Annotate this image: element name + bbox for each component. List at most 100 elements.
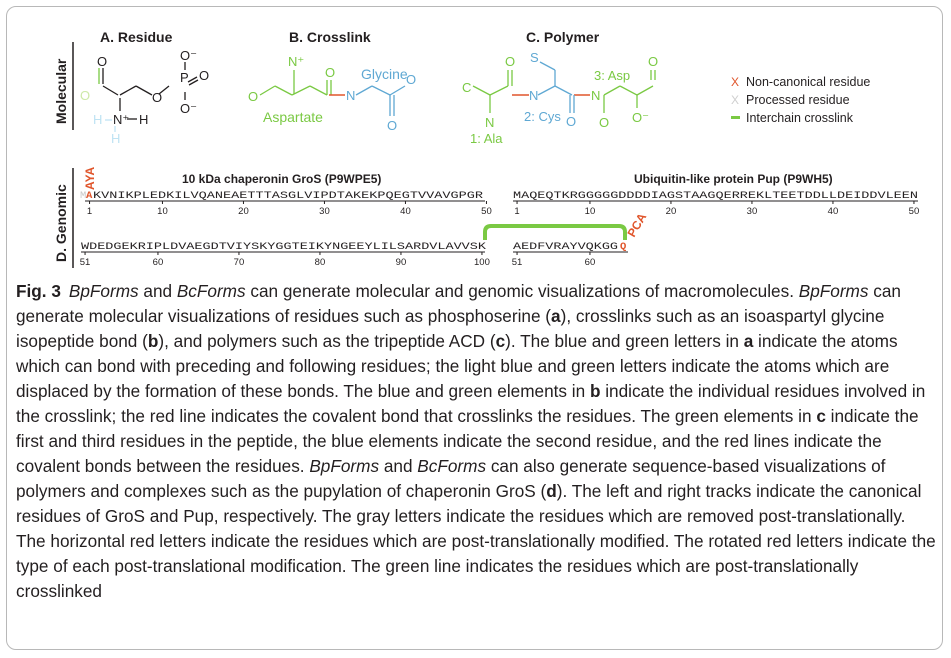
- tick-label: 60: [585, 257, 596, 268]
- atom-p: P: [180, 70, 189, 85]
- caption-bpforms: BpForms: [798, 281, 869, 301]
- caption-bcforms: BcForms: [417, 456, 487, 476]
- tick-label: 10: [157, 206, 168, 217]
- atom-h-bottom: H: [111, 131, 120, 146]
- tick-label: 1: [514, 206, 519, 217]
- row-label-molecular: Molecular: [53, 58, 69, 124]
- atom-o-carbonyl: O: [97, 54, 107, 69]
- pup-sequence-line2: AEDFVRAYVQKGG: [513, 241, 618, 253]
- panel-a-title: A. Residue: [100, 29, 173, 45]
- caption-panel-ref: b: [589, 381, 601, 401]
- row-label-genomic: D. Genomic: [53, 184, 69, 262]
- label-glycine: Glycine: [361, 66, 408, 82]
- atom-o-bridge: O: [152, 90, 162, 105]
- atom-n-plus-b: N⁺: [288, 54, 304, 69]
- atom-o-bottom-b: O: [387, 118, 397, 133]
- caption-text: can also generate sequence-based visuali…: [16, 456, 886, 501]
- caption-text: ), crosslinks such as an isoaspartyl gly…: [16, 306, 885, 351]
- label-cys: 2: Cys: [524, 109, 561, 124]
- atom-o4: O: [648, 54, 658, 69]
- atom-o-right: O: [199, 68, 209, 83]
- atom-o-minus-c: O⁻: [632, 110, 649, 125]
- tick-label: 50: [909, 206, 920, 217]
- caption-text: ). The blue and green letters in: [505, 331, 744, 351]
- legend-symbol-processed: X: [731, 93, 739, 107]
- atom-o1: O: [505, 54, 515, 69]
- tick-label: 10: [585, 206, 596, 217]
- label-aspartate: Aspartate: [263, 109, 323, 125]
- figure-caption: Fig. 3 BpForms and BcForms can generate m…: [16, 279, 936, 604]
- pup-modified-residue: Q: [620, 241, 626, 253]
- gros-processed-residue: M: [80, 190, 86, 202]
- atom-h-left: H: [93, 112, 102, 127]
- caption-text: and: [138, 281, 177, 301]
- atom-o-minus-top: O⁻: [180, 48, 197, 63]
- panel-c-polymer: C. Polymer C N O N S: [462, 29, 658, 146]
- tick-label: 51: [80, 257, 91, 268]
- pup-sequence-line1: MAQEQTKRGGGGGDDDDIAGSTAAGQERREKLTEETDDLL…: [513, 190, 918, 202]
- atom-s: S: [530, 50, 539, 65]
- panel-b-crosslink: B. Crosslink N⁺ O O N O O Aspartate Glyc…: [248, 29, 416, 133]
- atom-c-left: C: [462, 80, 471, 95]
- caption-panel-ref: c: [816, 406, 826, 426]
- legend-label-noncanonical: Non-canonical residue: [746, 75, 870, 89]
- caption-bpforms: BpForms: [68, 281, 139, 301]
- atom-n-ala: N: [485, 115, 494, 130]
- tick-label: 30: [747, 206, 758, 217]
- figure-frame: [6, 6, 943, 650]
- caption-text: ). The left and right tracks indicate th…: [16, 481, 936, 601]
- caption-panel-ref: d: [546, 481, 557, 501]
- atom-o-left: O: [80, 88, 90, 103]
- atom-h-right: H: [139, 112, 148, 127]
- legend-label-processed: Processed residue: [746, 93, 850, 107]
- gros-sequence-line1: KVNIKPLEDKILVQANEAETTTASGLVIPDTAKEKPQEGT…: [93, 190, 484, 202]
- caption-panel-ref: b: [147, 331, 159, 351]
- tick-label: 20: [238, 206, 249, 217]
- atom-o-left-b: O: [248, 89, 258, 104]
- tick-label: 100: [474, 257, 490, 268]
- tick-label: 50: [481, 206, 492, 217]
- pup-ticks-line1: 1 10 20 30 40 50: [514, 201, 919, 217]
- tick-label: 80: [315, 257, 326, 268]
- caption-bpforms: BpForms: [309, 456, 380, 476]
- pup-title: Ubiquitin-like protein Pup (P9WH5): [634, 172, 833, 186]
- tick-label: 70: [234, 257, 245, 268]
- tick-label: 1: [87, 206, 92, 217]
- tick-label: 40: [828, 206, 839, 217]
- tick-label: 40: [400, 206, 411, 217]
- gros-sequence-line2: WDEDGEKRIPLDVAEGDTVIYSKYGGTEIKYNGEEYLILS…: [81, 241, 487, 253]
- gros-modified-residue: A: [86, 190, 93, 202]
- caption-panel-ref: c: [495, 331, 506, 351]
- caption-panel-ref: a: [743, 331, 754, 351]
- atom-o2: O: [566, 114, 576, 129]
- tick-label: 20: [666, 206, 677, 217]
- atom-o-top2-b: O: [406, 72, 416, 87]
- legend-symbol-noncanonical: X: [731, 75, 739, 89]
- caption-label: Fig. 3: [16, 281, 61, 301]
- legend-crosslink-swatch: [731, 116, 740, 119]
- label-asp: 3: Asp: [594, 68, 630, 83]
- caption-text: and: [379, 456, 418, 476]
- atom-n-b: N: [346, 88, 355, 103]
- caption-text: can generate molecular visualizations of…: [16, 281, 901, 326]
- atom-n-plus: N⁺: [113, 112, 129, 127]
- tick-label: 60: [153, 257, 164, 268]
- caption-text: ), and polymers such as the tripeptide A…: [158, 331, 496, 351]
- pup-ptm-label: PCA: [624, 210, 649, 239]
- caption-panel-ref: a: [551, 306, 561, 326]
- caption-text: indicate the first and third residues in…: [16, 406, 919, 476]
- panel-c-title: C. Polymer: [526, 29, 600, 45]
- tick-label: 30: [319, 206, 330, 217]
- caption-bcforms: BcForms: [176, 281, 246, 301]
- atom-o3: O: [599, 115, 609, 130]
- label-ala: 1: Ala: [470, 131, 503, 146]
- atom-n1: N: [529, 88, 538, 103]
- gros-title: 10 kDa chaperonin GroS (P9WPE5): [182, 172, 381, 186]
- legend: X Non-canonical residue X Processed resi…: [731, 75, 870, 125]
- gros-ticks-line1: 1 10 20 30 40 50: [87, 201, 492, 217]
- caption-text: indicate the atoms which can bond with p…: [16, 331, 898, 401]
- atom-o-top-b: O: [325, 65, 335, 80]
- figure-panel: Molecular D. Genomic A. Residue O O O P …: [53, 29, 919, 268]
- interchain-crosslink: [483, 224, 627, 240]
